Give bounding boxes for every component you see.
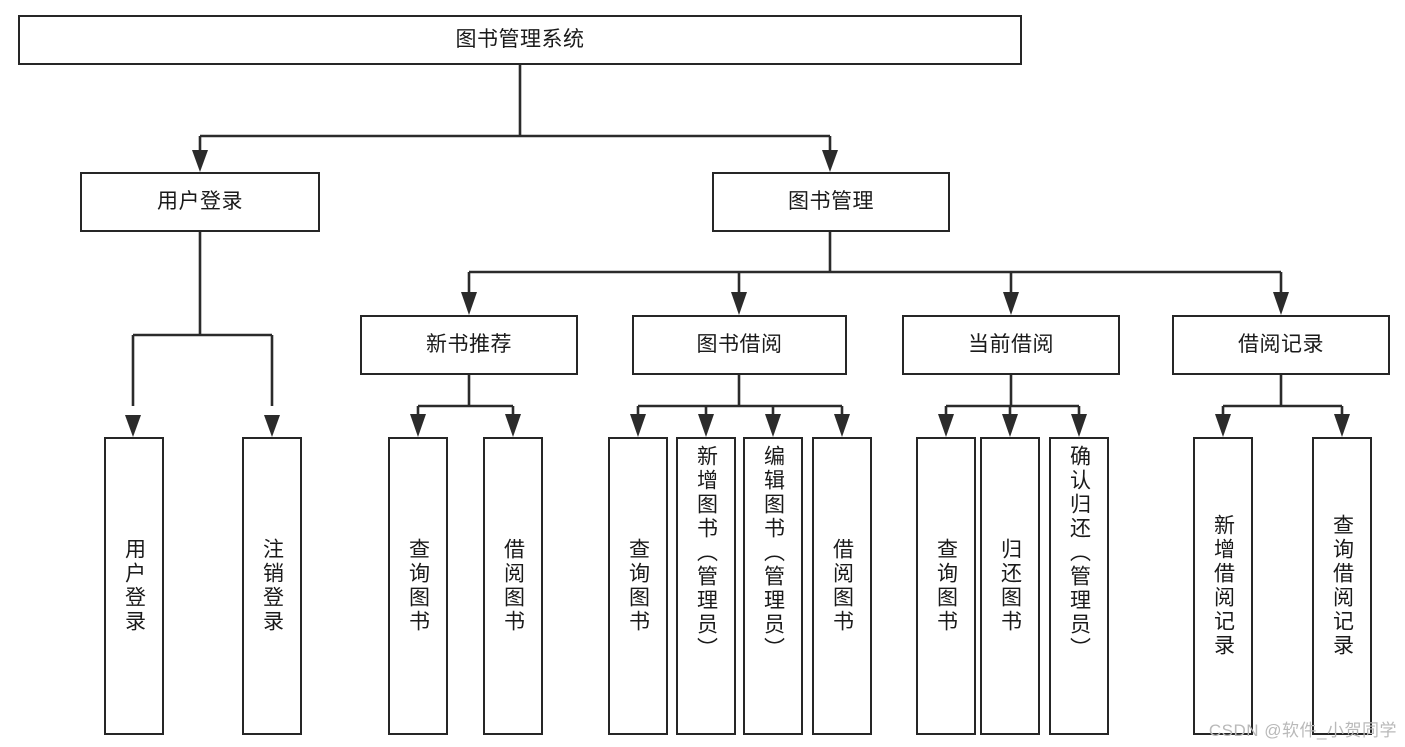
node-leaf-query-record-label: 查询借阅记录: [1330, 514, 1354, 658]
node-leaf-query-book-1[interactable]: 查询图书: [388, 437, 448, 735]
node-leaf-query-book-3-label: 查询图书: [934, 538, 958, 634]
node-book-borrow[interactable]: 图书借阅: [632, 315, 847, 375]
node-root-label: 图书管理系统: [455, 27, 585, 51]
node-user-login-label: 用户登录: [157, 189, 243, 213]
node-leaf-query-book-2-label: 查询图书: [626, 538, 650, 634]
node-leaf-query-book-3[interactable]: 查询图书: [916, 437, 976, 735]
node-user-login[interactable]: 用户登录: [80, 172, 320, 232]
node-new-book-recommend[interactable]: 新书推荐: [360, 315, 578, 375]
node-leaf-add-book[interactable]: 新增图书（管理员）: [676, 437, 736, 735]
node-book-manage[interactable]: 图书管理: [712, 172, 950, 232]
csdn-watermark: CSDN @软件_小贺同学: [1208, 721, 1397, 740]
node-current-borrow[interactable]: 当前借阅: [902, 315, 1120, 375]
node-leaf-confirm-return-label: 确认归还（管理员）: [1067, 445, 1091, 661]
node-leaf-query-book-2[interactable]: 查询图书: [608, 437, 668, 735]
node-leaf-return-book-label: 归还图书: [998, 538, 1022, 634]
node-leaf-query-book-1-label: 查询图书: [406, 538, 430, 634]
node-book-manage-label: 图书管理: [788, 189, 874, 213]
node-leaf-borrow-book-2-label: 借阅图书: [830, 538, 854, 634]
node-leaf-return-book[interactable]: 归还图书: [980, 437, 1040, 735]
node-book-borrow-label: 图书借阅: [696, 332, 783, 356]
node-leaf-borrow-book-1-label: 借阅图书: [501, 538, 525, 634]
node-current-borrow-label: 当前借阅: [968, 332, 1054, 356]
node-leaf-borrow-book-1[interactable]: 借阅图书: [483, 437, 543, 735]
node-leaf-add-record[interactable]: 新增借阅记录: [1193, 437, 1253, 735]
node-leaf-user-login[interactable]: 用户登录: [104, 437, 164, 735]
node-leaf-add-book-label: 新增图书（管理员）: [694, 445, 718, 661]
node-new-book-recommend-label: 新书推荐: [426, 332, 512, 356]
node-borrow-record-label: 借阅记录: [1238, 332, 1324, 356]
node-leaf-logout-label: 注销登录: [260, 538, 284, 634]
node-leaf-edit-book[interactable]: 编辑图书（管理员）: [743, 437, 803, 735]
arrowheads: [125, 150, 1350, 437]
node-leaf-edit-book-label: 编辑图书（管理员）: [761, 445, 785, 661]
node-leaf-query-record[interactable]: 查询借阅记录: [1312, 437, 1372, 735]
node-leaf-borrow-book-2[interactable]: 借阅图书: [812, 437, 872, 735]
node-borrow-record[interactable]: 借阅记录: [1172, 315, 1390, 375]
node-root[interactable]: 图书管理系统: [18, 15, 1022, 65]
node-leaf-user-login-label: 用户登录: [122, 538, 146, 634]
node-leaf-add-record-label: 新增借阅记录: [1211, 514, 1235, 658]
node-leaf-confirm-return[interactable]: 确认归还（管理员）: [1049, 437, 1109, 735]
node-leaf-logout[interactable]: 注销登录: [242, 437, 302, 735]
